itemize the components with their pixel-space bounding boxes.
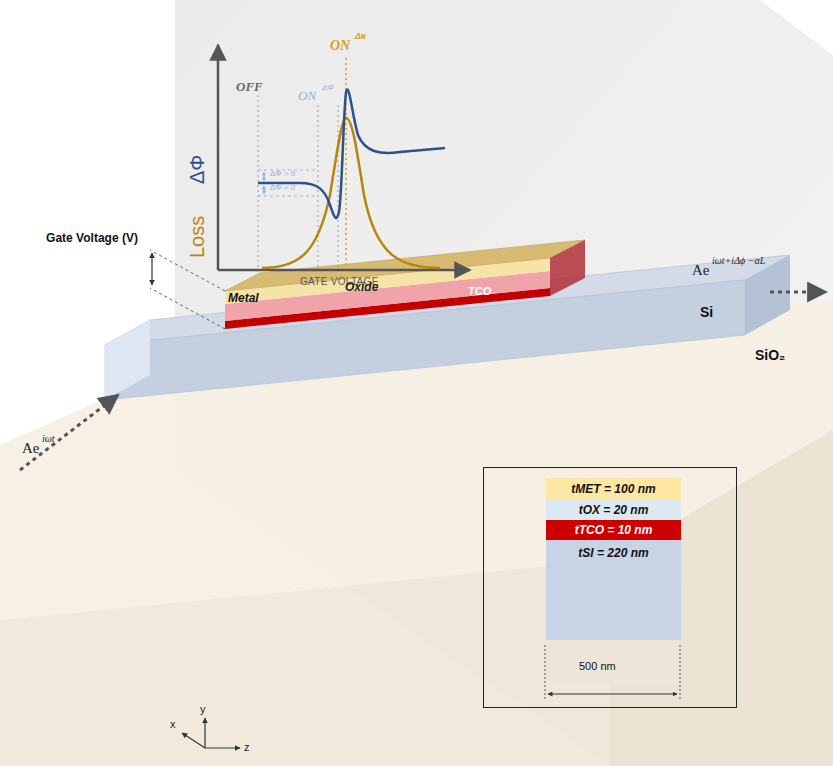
layer-label: tTCO = 10 nm [575,523,653,537]
text-label: z [244,741,250,753]
text-label: Gate Voltage (V) [46,232,138,245]
x-axis [218,269,470,272]
text-label: ΔΦ [186,155,208,184]
phase-curve [258,90,445,218]
text-label: Ae [22,440,40,457]
text-label: Ae [692,262,710,279]
text-label: x [170,718,176,730]
text-label: ΔΦ < 0 [270,184,295,193]
text-label: TCO [468,285,491,297]
si-end [745,255,790,335]
voltage-bracket [151,253,152,285]
inset-box: 500 nm tMET = 100 nm tOX = 20 nm tTCO = 10 … [483,467,737,708]
text-label: Loss [186,216,208,258]
text-label: SiO₂ [755,348,785,363]
text-label: Metal [228,292,259,305]
width-dimension [548,694,677,695]
dimension-label: 500 nm [579,660,616,672]
si-input-face [105,320,150,400]
oxide-slab-front [0,560,610,766]
text-label: iωt+iΔϕ −αL [712,255,765,266]
text-label: ON [298,89,316,103]
input-arrow [20,395,118,470]
text-label: ΔΦ > 0 [270,170,295,179]
y-axis [217,45,220,270]
text-label: OFF [236,80,263,94]
layer-band: tMET = 100 nm [546,478,681,500]
layer-band: tOX = 20 nm [546,500,681,520]
layer-label: tMET = 100 nm [571,482,655,496]
text-label: Oxide [345,281,378,294]
layer-band: tSI = 220 nm [546,540,681,640]
stack-end [550,240,585,296]
text-label: Si [700,305,713,320]
layer-label: tOX = 20 nm [579,503,649,517]
loss-curve [262,118,440,268]
output-arrow [770,291,826,294]
layer-label: tSI = 220 nm [578,546,648,560]
text-label: y [200,703,206,715]
layer-band: tTCO = 10 nm [546,520,681,540]
text-label: Δκ [355,32,366,42]
text-label: ON [330,38,350,53]
text-label: iωt [42,433,55,444]
text-label: ΔΦ [322,84,334,93]
